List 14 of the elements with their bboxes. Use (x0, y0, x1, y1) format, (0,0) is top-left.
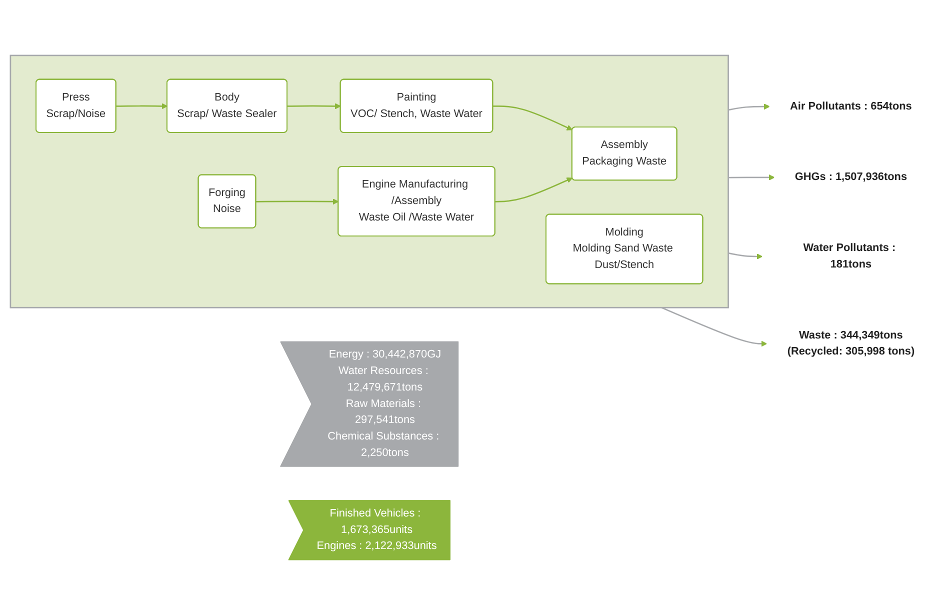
arrow (728, 174, 775, 180)
arrow (493, 105, 573, 130)
node-text: GHGs : 1,507,936tons (794, 171, 908, 183)
arrow (728, 252, 763, 260)
arrow (661, 306, 768, 347)
arrow (116, 103, 168, 110)
arrow (287, 103, 341, 110)
node-text: Water Pollutants : 181tons (803, 242, 896, 270)
node-text: Air Pollutants : 654tons (790, 100, 912, 112)
arrow (728, 103, 770, 111)
arrow (256, 198, 339, 204)
node-text: Waste : 344,349tons (Recycled: 305,998 tons) (787, 329, 915, 358)
arrow (495, 177, 573, 202)
cluster (10, 54, 729, 308)
